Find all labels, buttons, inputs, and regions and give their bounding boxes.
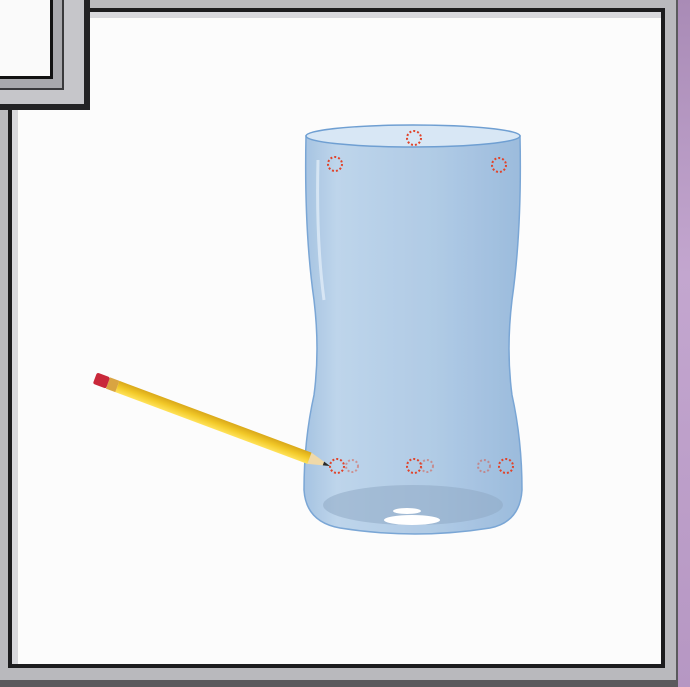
glass-body <box>304 136 522 534</box>
pencil <box>93 372 332 471</box>
pencil-body <box>115 381 311 464</box>
glass-base-highlight-small <box>393 508 421 514</box>
glass-base-highlight <box>384 515 440 525</box>
glass-rim <box>306 125 520 147</box>
